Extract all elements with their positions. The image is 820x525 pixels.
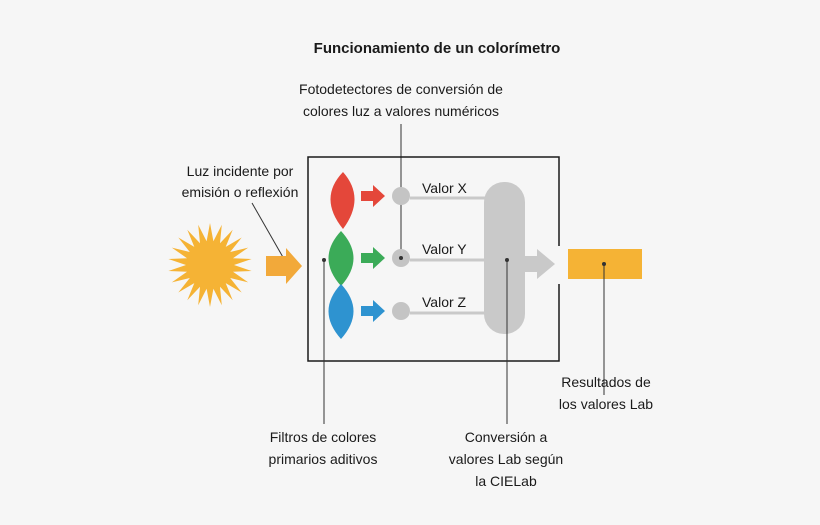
diagram-title: Funcionamiento de un colorímetro (314, 40, 561, 57)
sun-icon (168, 223, 252, 307)
box-edge-gap (555, 246, 565, 284)
label-fotodetectores-line2: colores luz a valores numéricos (303, 103, 499, 119)
detector-z (392, 302, 410, 320)
label-luz-line1: Luz incidente por (187, 163, 294, 179)
output-arrow-icon (525, 249, 555, 279)
filter-green (328, 231, 354, 286)
label-resultados-line1: Resultados de (561, 374, 651, 390)
label-filtros-line1: Filtros de colores (270, 429, 377, 445)
label-conversion-line1: Conversión a (465, 429, 548, 445)
dot-fotodetectores (399, 256, 403, 260)
value-y-label: Valor Y (422, 241, 467, 257)
label-luz-line2: emisión o reflexión (182, 184, 299, 200)
sun-burst (168, 223, 252, 307)
leader-luz (251, 202, 285, 260)
value-x-label: Valor X (422, 180, 468, 196)
arrow-right-icon (266, 248, 302, 284)
label-filtros-line2: primarios aditivos (269, 451, 378, 467)
value-z-label: Valor Z (422, 294, 467, 310)
label-fotodetectores-line1: Fotodetectores de conversión de (299, 81, 503, 97)
filter-blue (328, 284, 354, 339)
arrow-red-icon (361, 185, 385, 207)
cielab-converter (484, 182, 525, 334)
label-resultados-line2: los valores Lab (559, 396, 653, 412)
detector-x (392, 187, 410, 205)
arrow-blue-icon (361, 300, 385, 322)
arrow-green-icon (361, 247, 385, 269)
label-conversion-line2: valores Lab según (449, 451, 563, 467)
label-conversion-line3: la CIELab (475, 473, 537, 489)
dot-resultados (602, 262, 606, 266)
filter-red (330, 172, 355, 229)
